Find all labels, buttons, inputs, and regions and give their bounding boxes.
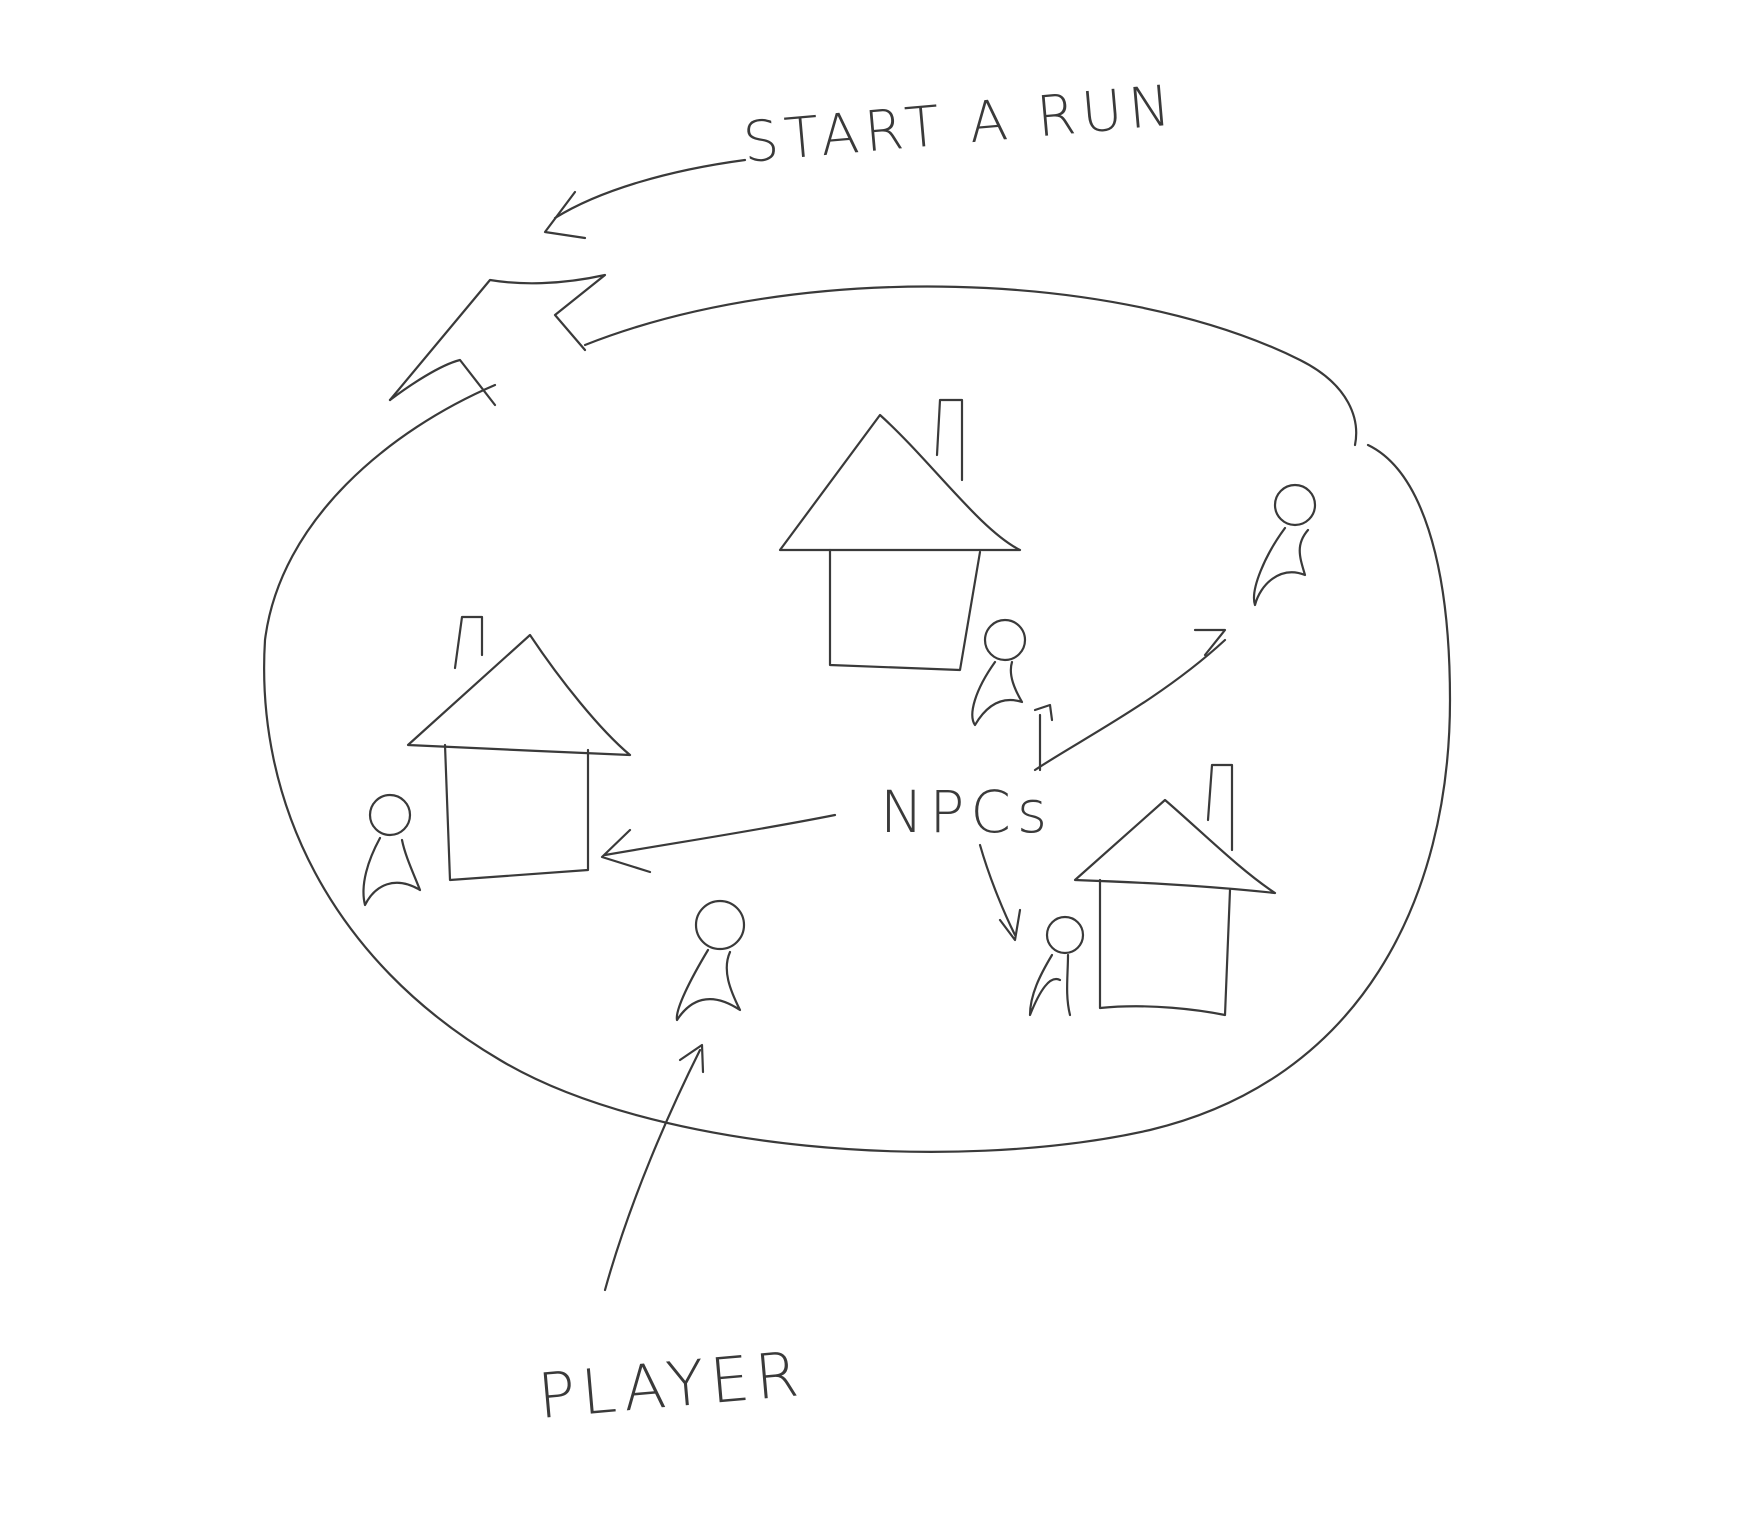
npc-figure-left xyxy=(362,793,422,907)
npc-figure-far-right xyxy=(1252,483,1317,607)
house-top xyxy=(778,398,1022,672)
npcs-label: NPCs xyxy=(880,778,1053,846)
start-run-label: START A RUN xyxy=(741,73,1179,176)
npc-figure-top xyxy=(971,618,1027,727)
house-right xyxy=(1073,763,1277,1017)
player-label: PLAYER xyxy=(535,1337,807,1433)
player-pointer-arrow xyxy=(603,1043,705,1292)
house-left xyxy=(406,615,632,882)
player-figure[interactable] xyxy=(675,899,746,1022)
npc-pointer-arrows xyxy=(600,628,1227,942)
start-run-arrow xyxy=(543,158,747,240)
portal-icon[interactable] xyxy=(388,273,607,407)
npc-figure-bottom-right xyxy=(1028,915,1085,1017)
village-boundary xyxy=(263,285,1452,1153)
